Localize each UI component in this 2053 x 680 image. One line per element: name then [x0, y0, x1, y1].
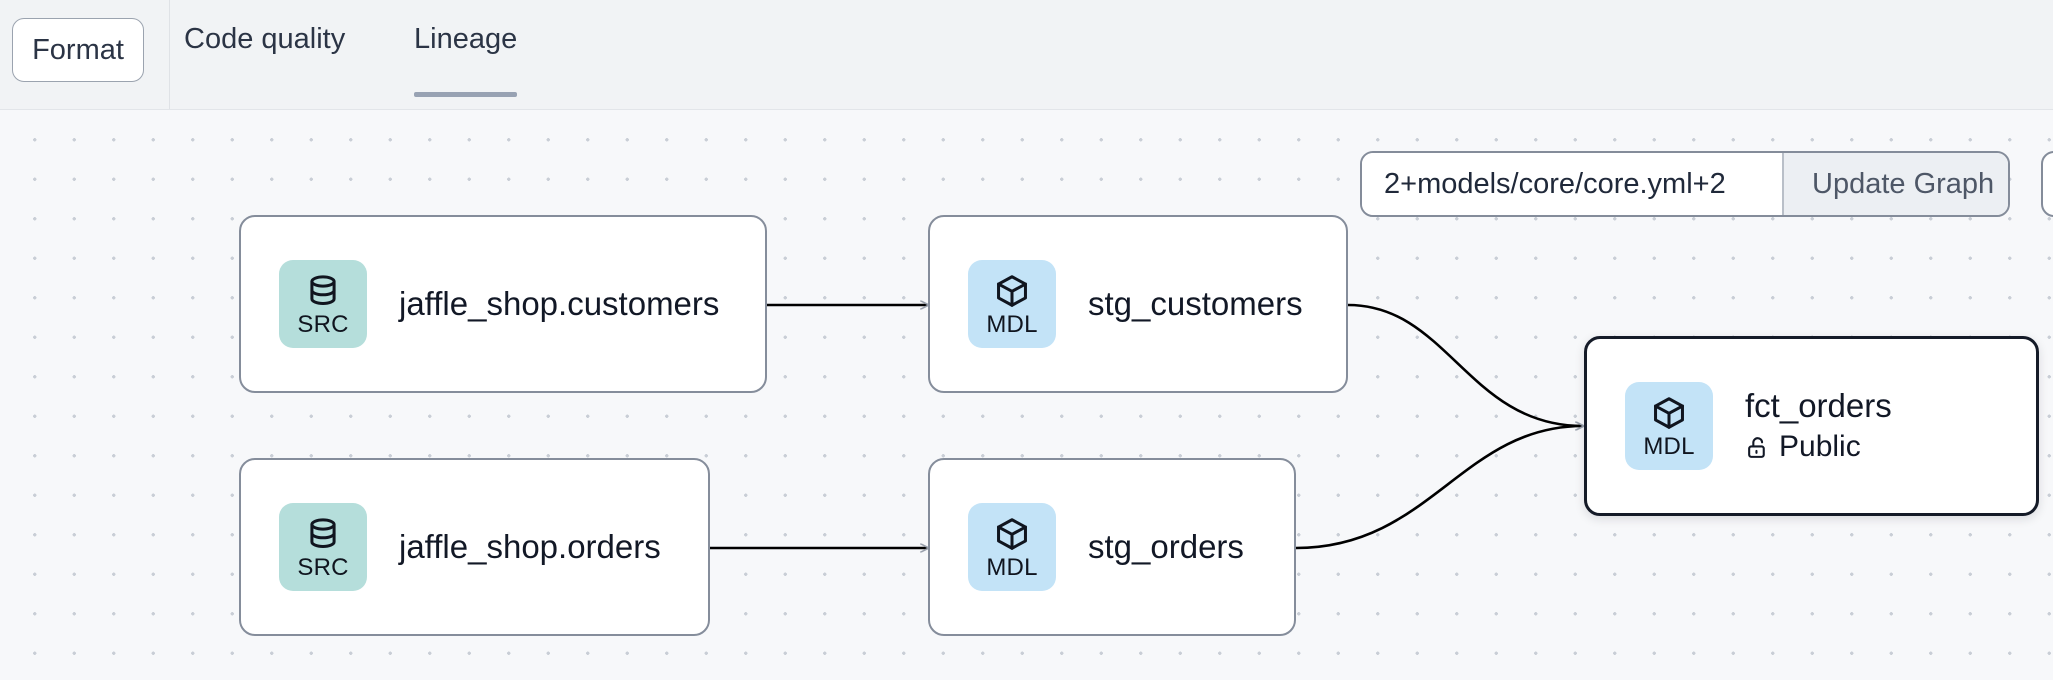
node-body: stg_customers — [1088, 284, 1303, 323]
database-icon — [310, 274, 336, 305]
tab-code-quality-label: Code quality — [184, 23, 346, 55]
node-title: stg_orders — [1088, 527, 1244, 565]
tab-active-indicator — [414, 92, 518, 97]
lineage-node-stg-orders[interactable]: MDL stg_orders — [928, 458, 1296, 636]
graph-selector-control: Update Graph — [1360, 151, 2010, 217]
node-body: jaffle_shop.orders — [399, 527, 661, 566]
edge-stg-orders-to-fct-orders — [1295, 426, 1583, 550]
node-body: jaffle_shop.customers — [399, 284, 720, 323]
format-button[interactable]: Format — [12, 18, 144, 82]
top-toolbar: Format Code quality Lineage — [0, 0, 2053, 110]
cube-icon — [1654, 396, 1684, 429]
lineage-node-jaffle-shop-customers[interactable]: SRC jaffle_shop.customers — [239, 215, 767, 393]
unlock-icon — [1748, 437, 1765, 458]
database-icon — [310, 517, 336, 548]
node-badge-label: MDL — [986, 310, 1038, 338]
update-graph-button[interactable]: Update Graph — [1784, 153, 2008, 215]
toolbar-left-group: Format — [0, 0, 170, 109]
node-body: stg_orders — [1088, 527, 1244, 566]
cube-icon — [997, 274, 1027, 307]
model-selector-input[interactable] — [1362, 153, 1782, 215]
node-badge-mdl: MDL — [968, 503, 1056, 591]
lineage-node-fct-orders[interactable]: MDL fct_orders Public — [1584, 336, 2039, 516]
control-divider — [1782, 153, 1784, 215]
node-badge-mdl: MDL — [1625, 382, 1713, 470]
node-badge-label: MDL — [986, 553, 1038, 581]
node-badge-label: SRC — [297, 553, 349, 581]
tab-lineage-label: Lineage — [414, 23, 518, 55]
node-title: fct_orders — [1745, 386, 1892, 424]
node-badge-src: SRC — [279, 260, 367, 348]
node-title: jaffle_shop.customers — [399, 284, 720, 322]
tab-lineage[interactable]: Lineage — [414, 0, 518, 110]
tab-code-quality[interactable]: Code quality — [184, 0, 345, 110]
node-visibility: Public — [1745, 430, 1892, 464]
node-visibility-label: Public — [1779, 430, 1861, 464]
node-badge-label: SRC — [297, 310, 349, 338]
node-badge-src: SRC — [279, 503, 367, 591]
node-title: stg_customers — [1088, 284, 1303, 322]
edge-stg-customers-to-fct-orders — [1347, 303, 1583, 426]
node-title: jaffle_shop.orders — [399, 527, 661, 565]
node-body: fct_orders Public — [1745, 386, 1892, 465]
lineage-node-stg-customers[interactable]: MDL stg_customers — [928, 215, 1348, 393]
lineage-canvas[interactable]: SRC jaffle_shop.customers MDL stg_custom… — [0, 110, 2053, 680]
cube-icon — [997, 517, 1027, 550]
node-badge-mdl: MDL — [968, 260, 1056, 348]
offscreen-right-control[interactable] — [2041, 151, 2053, 217]
lineage-node-jaffle-shop-orders[interactable]: SRC jaffle_shop.orders — [239, 458, 710, 636]
node-badge-label: MDL — [1643, 432, 1695, 460]
